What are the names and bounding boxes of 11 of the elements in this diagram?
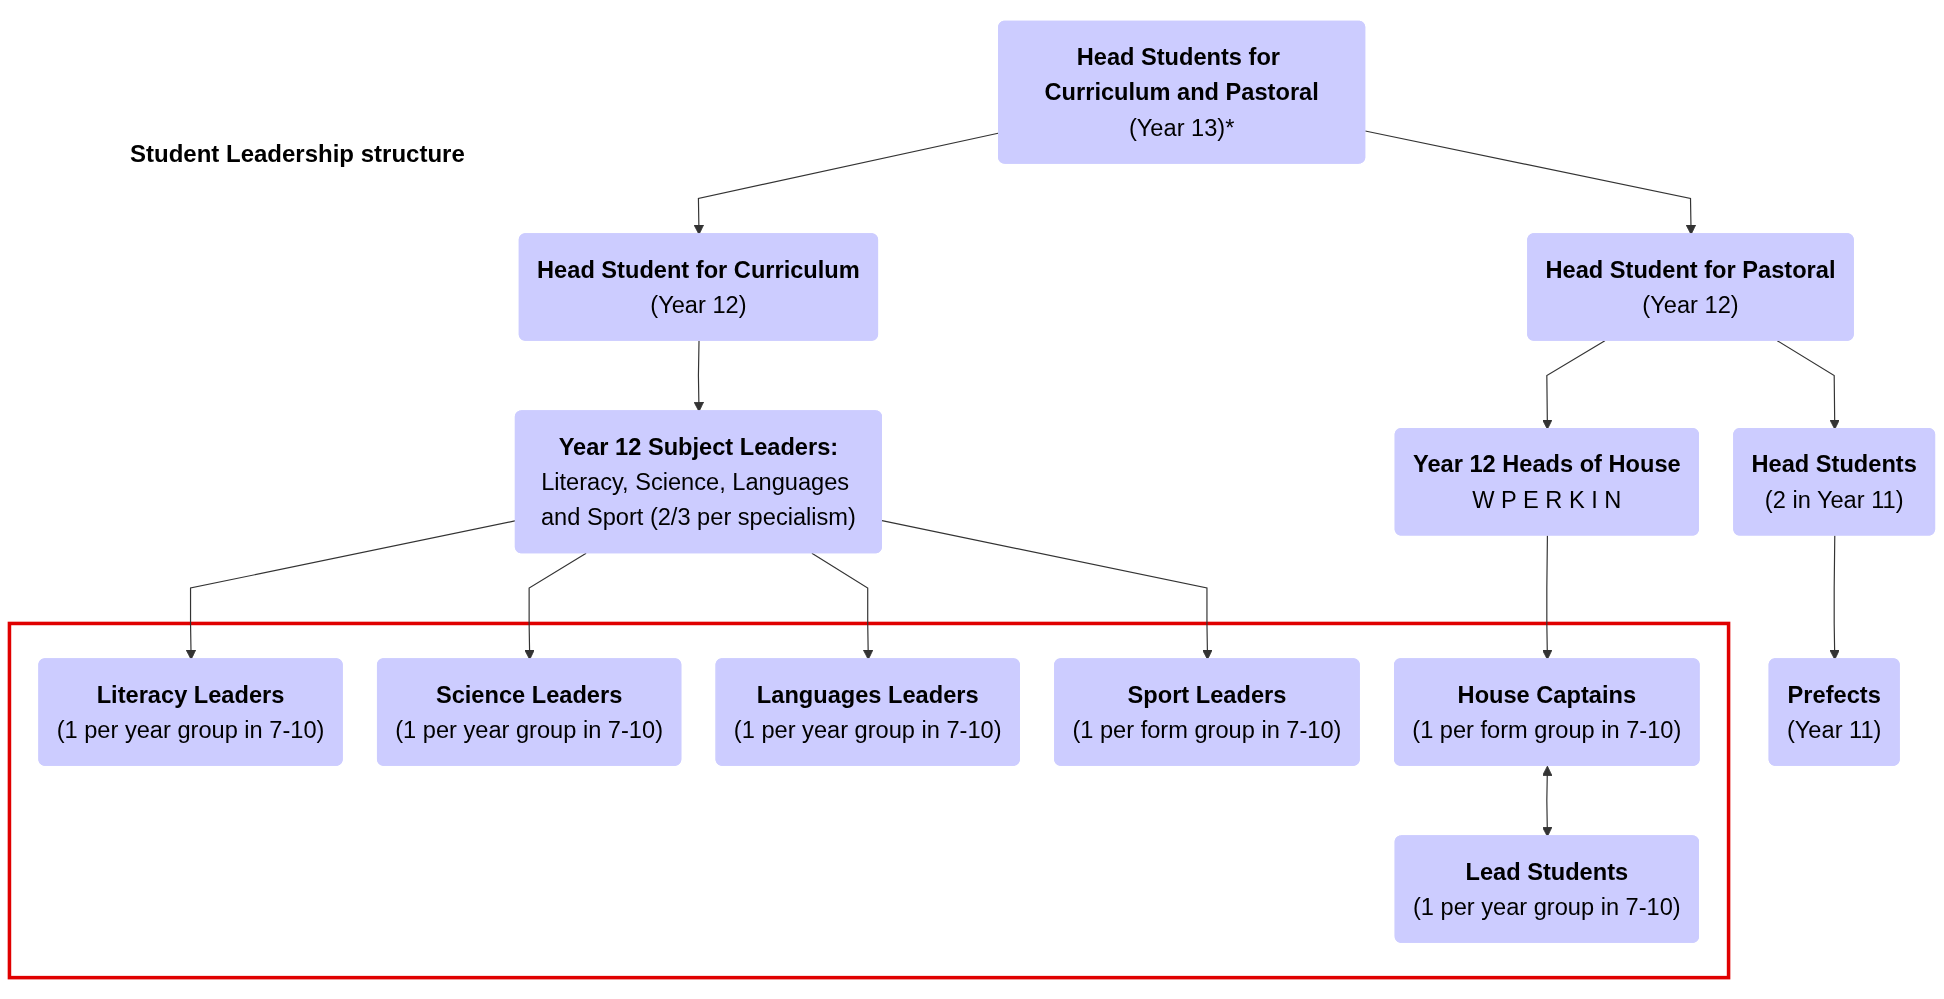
arrow [1776, 340, 1840, 430]
arrow [881, 520, 1213, 660]
arrow [1829, 534, 1840, 660]
arrow [693, 340, 705, 412]
arrow [1364, 130, 1697, 235]
arrow [524, 552, 587, 660]
diagram-title: Student Leadership structure [130, 140, 465, 168]
arrow [1542, 340, 1606, 430]
cluster [7, 621, 1731, 980]
arrow [1542, 534, 1553, 660]
arrow [811, 552, 874, 660]
